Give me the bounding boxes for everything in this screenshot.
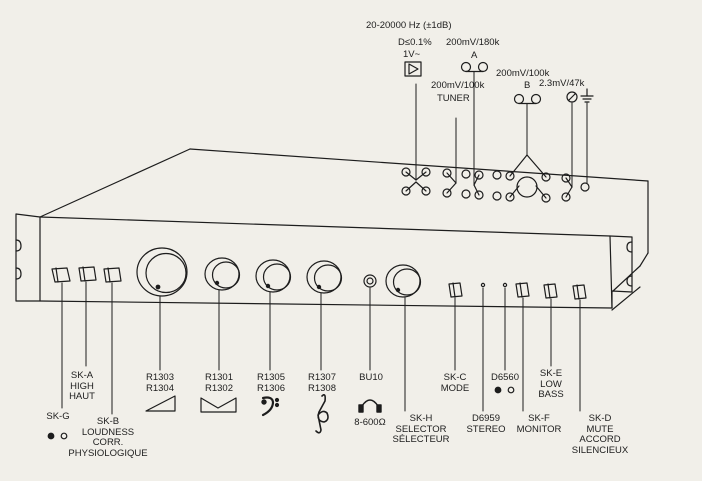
label-balance-line1: R1301 — [205, 372, 233, 383]
label-volume: R1303 R1304 — [146, 372, 174, 394]
toggle-switch-skd — [572, 284, 587, 300]
label-skb-line4: PHYSIOLOGIQUE — [68, 447, 148, 459]
label-mute-line1: SK-D — [588, 413, 612, 424]
treble-clef-icon — [315, 394, 329, 434]
bass-clef-icon — [261, 396, 280, 417]
label-d6560-line1: D6560 — [491, 372, 519, 383]
spec-tuner-level: 200mV/100k — [431, 80, 485, 91]
toggle-switch-ska — [78, 266, 97, 282]
rear-connectors — [401, 154, 590, 203]
label-selector-line3: SÉLECTEUR — [392, 434, 450, 445]
label-phones-impedance: 8-600Ω — [354, 417, 386, 428]
phono-jack-icon — [566, 91, 578, 103]
indicator-dot-icon-d6560 — [494, 386, 515, 394]
label-ska-line1: SK-A — [70, 370, 94, 381]
spec-tuner-label: TUNER — [437, 93, 470, 104]
toggle-switch-skc — [448, 282, 463, 298]
label-bass-line2: R1306 — [257, 382, 285, 394]
label-skb: SK-B LOUDNESS CORR. PHYSIOLOGIQUE — [68, 416, 148, 459]
label-mute-line3: ACCORD — [579, 434, 621, 445]
label-mute: SK-D MUTE ACCORD SILENCIEUX — [571, 413, 629, 456]
label-ska: SK-A HIGH HAUT — [69, 370, 95, 403]
label-stereo: D6959 STEREO — [466, 413, 506, 435]
label-monitor-line2: MONITOR — [516, 423, 562, 435]
label-mute-line4: SILENCIEUX — [571, 444, 629, 456]
bass-knob — [255, 259, 292, 293]
volume-knob — [136, 247, 188, 297]
balance-knob — [204, 257, 241, 291]
label-skg-line1: SK-G — [46, 411, 70, 422]
indicator-dot-icon-skg — [47, 432, 68, 440]
label-volume-line1: R1303 — [146, 372, 174, 383]
cabinet-top — [39, 148, 649, 311]
label-phones-line1: BU10 — [359, 372, 383, 383]
label-low-bass-line3: BASS — [538, 389, 564, 400]
spec-tape-b: 200mV/100k — [496, 68, 550, 79]
spec-phono: 2.3mV/47k — [539, 78, 585, 89]
label-treble-line2: R1308 — [308, 382, 336, 394]
label-monitor: SK-F MONITOR — [516, 413, 562, 435]
label-skb-line3: CORR. — [92, 437, 124, 448]
label-mode: SK-C MODE — [440, 372, 470, 394]
control-leaders — [61, 281, 581, 415]
label-volume-line2: R1304 — [146, 382, 174, 394]
spec-tape-a: 200mV/180k — [446, 37, 500, 48]
label-selector: SK-H SELECTOR SÉLECTEUR — [392, 413, 450, 446]
label-bass-line1: R1305 — [257, 372, 285, 383]
spec-tape-b-letter: B — [524, 80, 531, 91]
label-monitor-line1: SK-F — [528, 413, 550, 424]
label-ska-line3: HAUT — [69, 391, 95, 402]
toggle-switch-skg — [51, 267, 71, 283]
balance-icon — [200, 397, 237, 413]
label-stereo-line1: D6959 — [472, 413, 500, 424]
label-bass: R1305 R1306 — [257, 372, 285, 394]
spec-frequency-response: 20-20000 Hz (±1dB) — [366, 20, 452, 31]
toggle-switch-ske — [543, 283, 558, 299]
label-balance: R1301 R1302 — [205, 372, 233, 394]
spec-distortion: D≤0.1% — [398, 37, 432, 48]
label-selector-line2: SELECTOR — [395, 423, 447, 435]
tape-reels-icon-b — [513, 93, 542, 105]
label-balance-line2: R1302 — [205, 382, 233, 394]
label-treble-line1: R1307 — [308, 372, 336, 383]
label-skg: SK-G — [46, 411, 70, 423]
tape-reels-icon-a — [460, 61, 489, 73]
label-mode-line1: SK-C — [443, 372, 467, 383]
label-stereo-line2: STEREO — [466, 423, 506, 435]
spec-output: 1V~ — [403, 49, 421, 60]
headphones-icon — [358, 399, 382, 413]
label-phones: BU10 — [359, 372, 383, 384]
d6560-led — [502, 282, 508, 288]
label-low-bass-line2: LOW — [540, 378, 562, 390]
label-mute-line2: MUTE — [586, 423, 614, 435]
label-treble: R1307 R1308 — [308, 372, 336, 394]
spec-tape-a-letter: A — [471, 50, 478, 61]
label-mode-line2: MODE — [440, 382, 470, 394]
label-low-bass: SK-E LOW BASS — [538, 368, 564, 401]
selector-knob — [385, 264, 422, 298]
connector-leaders — [415, 71, 588, 188]
label-skb-line1: SK-B — [96, 416, 120, 427]
label-selector-line1: SK-H — [409, 413, 433, 424]
label-low-bass-line1: SK-E — [539, 368, 563, 379]
stereo-led — [480, 282, 486, 288]
amplifier-triangle-icon — [404, 61, 422, 77]
toggle-switch-skf — [515, 282, 530, 298]
label-skb-line2: LOUDNESS — [81, 426, 135, 438]
toggle-switch-skb — [103, 267, 122, 283]
ground-icon — [580, 88, 594, 103]
label-d6560: D6560 — [491, 372, 519, 384]
headphone-jack — [363, 274, 377, 288]
label-ska-line2: HIGH — [70, 380, 94, 392]
front-panel — [15, 213, 633, 309]
volume-wedge-icon — [145, 395, 176, 412]
treble-knob — [306, 260, 343, 294]
